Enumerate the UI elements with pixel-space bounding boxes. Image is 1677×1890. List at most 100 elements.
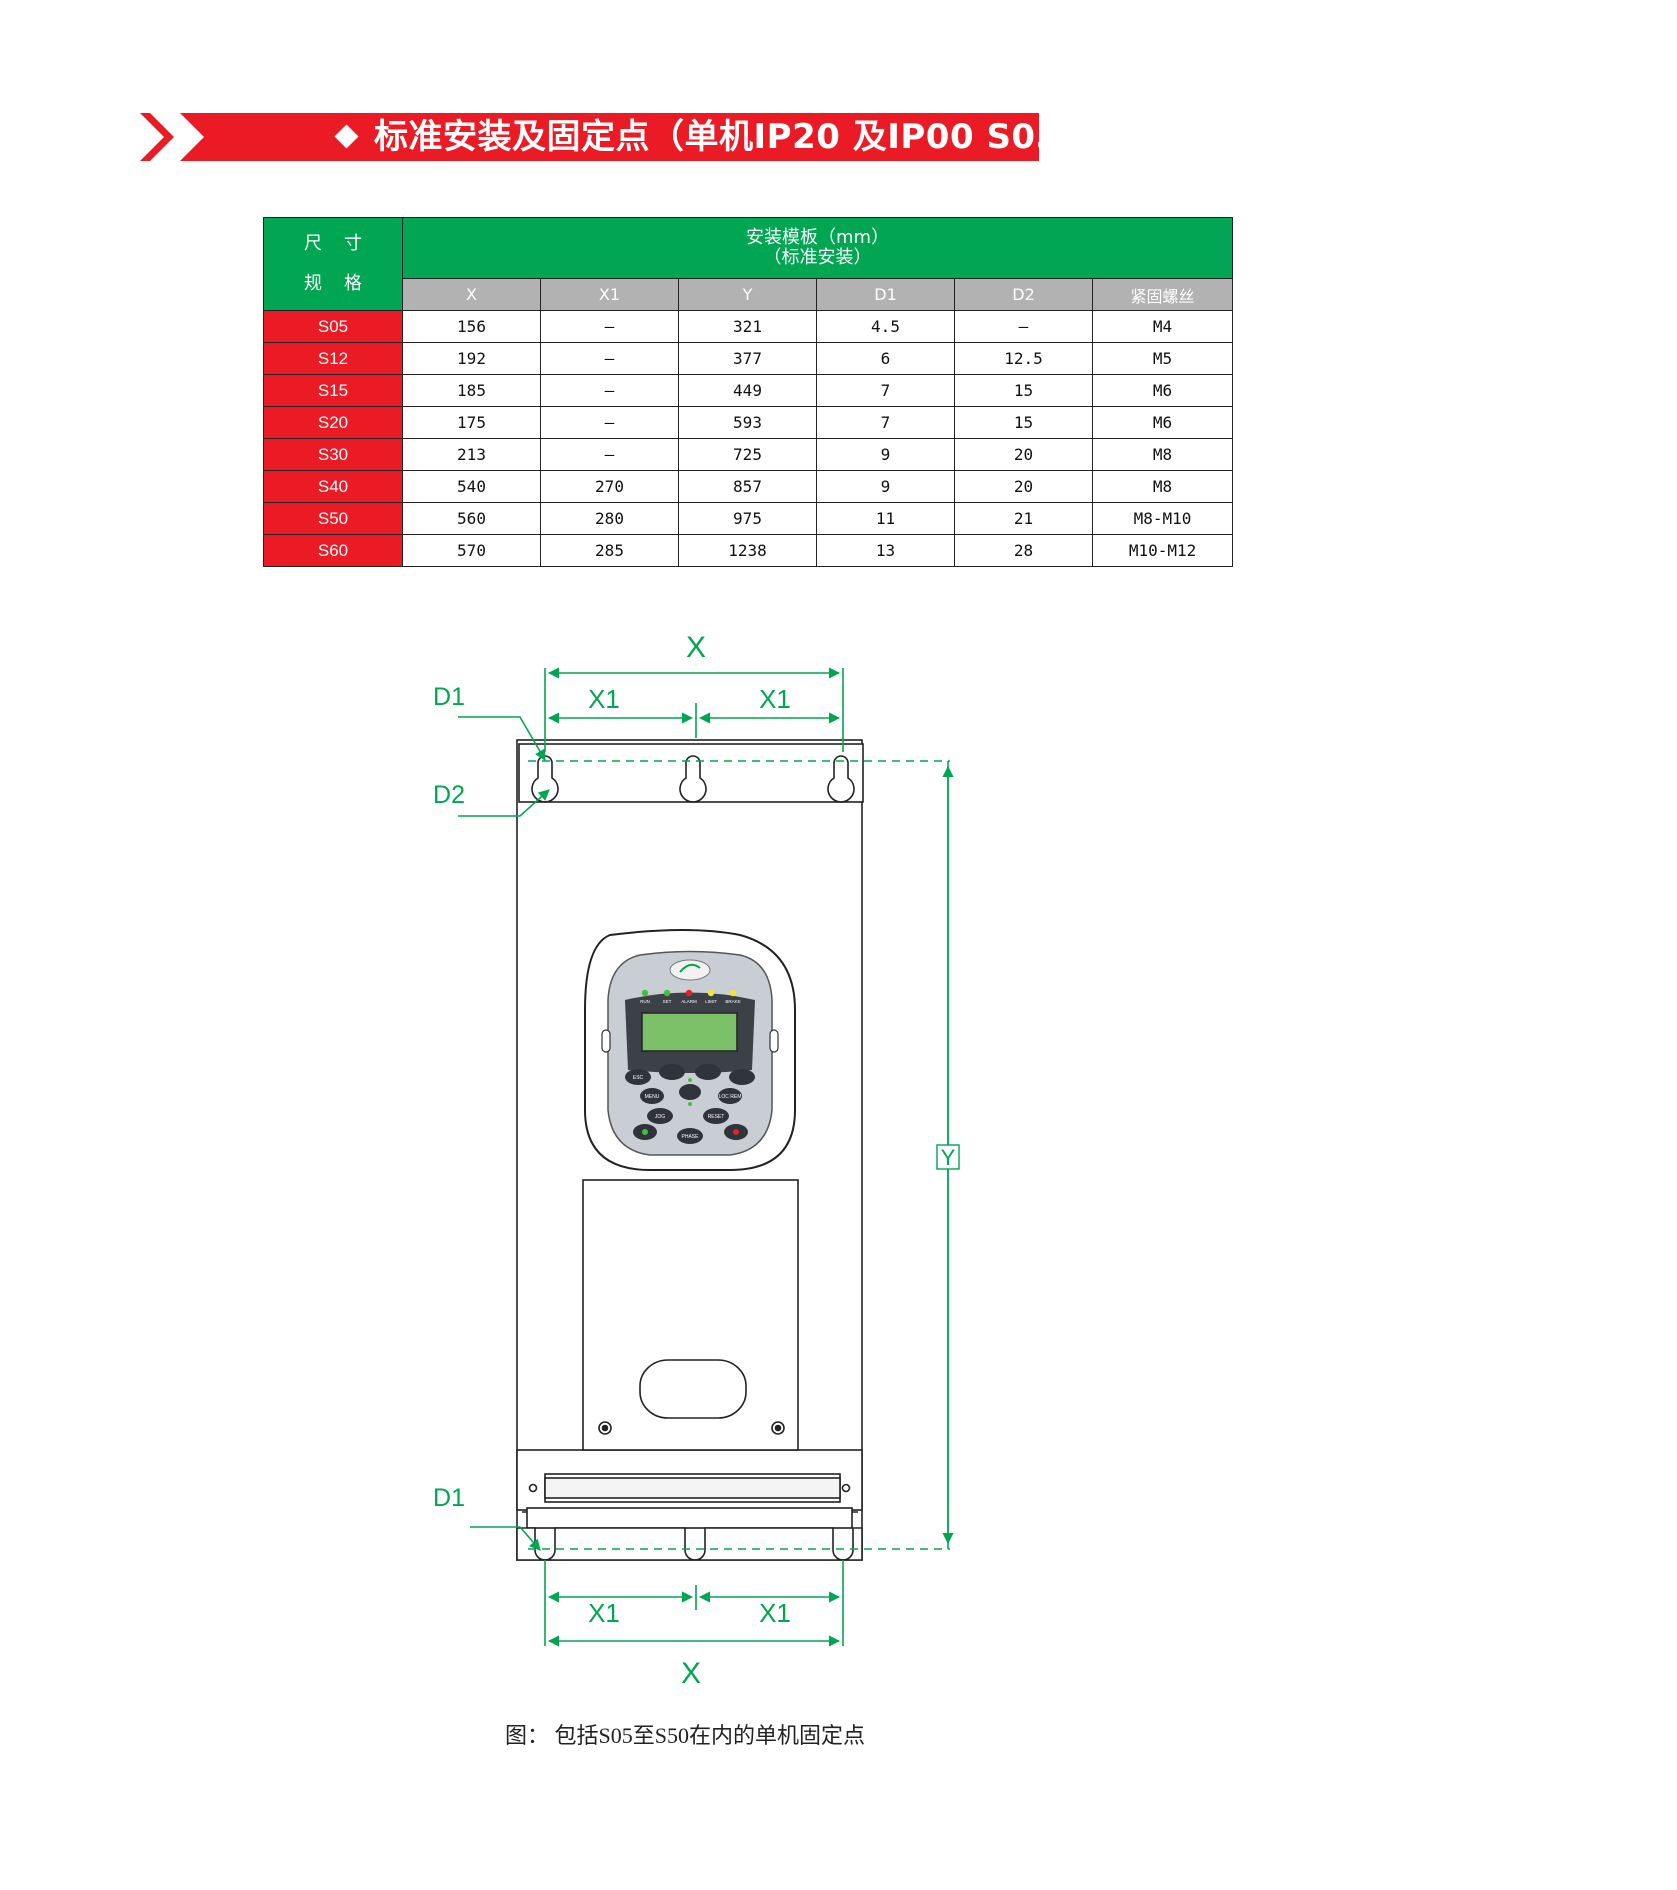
dim-label-x1-bottom-left: X1 [588,1598,620,1628]
size-cell: S40 [263,470,403,503]
size-cell: S12 [263,342,403,375]
template-header-line1: 安装模板（mm） [746,227,890,248]
top-keyhole-slots [531,755,855,803]
size-cell: S05 [263,310,403,343]
cell-x1: – [540,374,679,407]
dimension-lines [458,667,954,1647]
cell-screw: M6 [1091,406,1234,439]
dim-label-x-top: X [686,631,706,664]
table-row: S60 570 285 1238 13 28 M10-M12 [263,534,1234,567]
cell-d1: 9 [816,438,955,471]
table-row: S20 175 – 593 7 15 M6 [263,406,1234,439]
dim-label-x-bottom: X [681,1657,701,1690]
size-cell: S50 [263,502,403,535]
keypad-panel: RUN SET ALARM LIMIT BRAKE ESC MENU JOG [584,929,796,1171]
dim-label-x1-top-right: X1 [759,684,791,714]
cell-screw: M8 [1091,438,1234,471]
cell-screw: M10-M12 [1091,534,1234,567]
cell-y: 593 [678,406,817,439]
cell-y: 725 [678,438,817,471]
column-header-d2: D2 [954,278,1093,311]
cell-d2: – [954,310,1093,343]
cell-y: 857 [678,470,817,503]
cell-d2: 15 [954,406,1093,439]
template-header: 安装模板（mm） （标准安装） [401,217,1234,279]
cell-d1: 13 [816,534,955,567]
table-row: S30 213 – 725 9 20 M8 [263,438,1234,471]
corner-line2: 规格 [304,273,384,294]
column-header-x1: X1 [540,278,679,311]
dim-label-d1-top: D1 [433,683,465,711]
cell-x: 560 [402,502,541,535]
mounting-spec-table: 尺寸 规格 安装模板（mm） （标准安装） X X1 Y D1 D2 紧固螺丝 … [263,217,1234,567]
cell-screw: M8-M10 [1091,502,1234,535]
corner-line1: 尺寸 [304,233,384,254]
cell-d1: 9 [816,470,955,503]
cell-y: 377 [678,342,817,375]
key-label-reset: RESET [708,1114,725,1120]
dim-label-y: Y [941,1145,956,1170]
dim-label-x1-top-left: X1 [588,684,620,714]
section-banner: 标准安装及固定点（单机IP20 及IP00 S05-S60） [128,113,1182,161]
size-cell: S60 [263,534,403,567]
cell-x: 156 [402,310,541,343]
cell-y: 321 [678,310,817,343]
cell-x: 570 [402,534,541,567]
banner-bar [128,113,1039,161]
cell-d2: 28 [954,534,1093,567]
cell-d1: 7 [816,406,955,439]
size-cell: S20 [263,406,403,439]
key-label-menu: MENU [645,1094,660,1100]
key-label-phase: PHASE [682,1134,700,1140]
column-header-d1: D1 [816,278,955,311]
dim-label-d1-bottom: D1 [433,1484,465,1512]
figure-caption: 图： 包括S05至S50在内的单机固定点 [505,1723,865,1748]
template-header-line2: （标准安装） [763,247,872,268]
lcd-display [641,1012,738,1052]
cell-d1: 4.5 [816,310,955,343]
banner-title: 标准安装及固定点（单机IP20 及IP00 S05-S60） [374,117,1183,157]
table-row: S15 185 – 449 7 15 M6 [263,374,1234,407]
table-row: S05 156 – 321 4.5 – M4 [263,310,1234,343]
led-label-set: SET [663,999,672,1004]
column-header-x: X [402,278,541,311]
table-row: S40 540 270 857 9 20 M8 [263,470,1234,503]
cell-x1: 285 [540,534,679,567]
cell-d2: 21 [954,502,1093,535]
cell-x: 540 [402,470,541,503]
led-label-brake: BRAKE [725,999,740,1004]
center-lines [528,760,950,1550]
cell-y: 1238 [678,534,817,567]
cell-d1: 6 [816,342,955,375]
key-label-loc-rem: LOC REM [719,1094,742,1100]
led-label-run: RUN [640,999,650,1004]
cell-d2: 12.5 [954,342,1093,375]
cell-x: 192 [402,342,541,375]
cell-screw: M6 [1091,374,1234,407]
cell-x1: – [540,406,679,439]
cell-x1: – [540,310,679,343]
cell-x1: – [540,342,679,375]
cell-screw: M8 [1091,470,1234,503]
cell-x1: – [540,438,679,471]
drive-housing [516,739,864,1561]
y-label-box [936,1144,960,1170]
column-header-screw: 紧固螺丝 [1091,278,1234,311]
table-row: S12 192 – 377 6 12.5 M5 [263,342,1234,375]
led-label-alarm: ALARM [681,999,697,1004]
cell-d1: 11 [816,502,955,535]
chevron-arrow-icon [128,113,204,161]
cell-x1: 270 [540,470,679,503]
dim-label-d2: D2 [433,781,465,809]
key-label-jog: JOG [655,1114,665,1120]
led-label-limit: LIMIT [705,999,717,1004]
key-label-esc: ESC [633,1075,644,1081]
column-header-row: X X1 Y D1 D2 紧固螺丝 [264,278,1234,311]
dim-label-x1-bottom-right: X1 [759,1598,791,1628]
size-cell: S15 [263,374,403,407]
cell-screw: M4 [1091,310,1234,343]
bottom-slots [516,1527,863,1561]
size-cell: S30 [263,438,403,471]
cell-d2: 20 [954,438,1093,471]
